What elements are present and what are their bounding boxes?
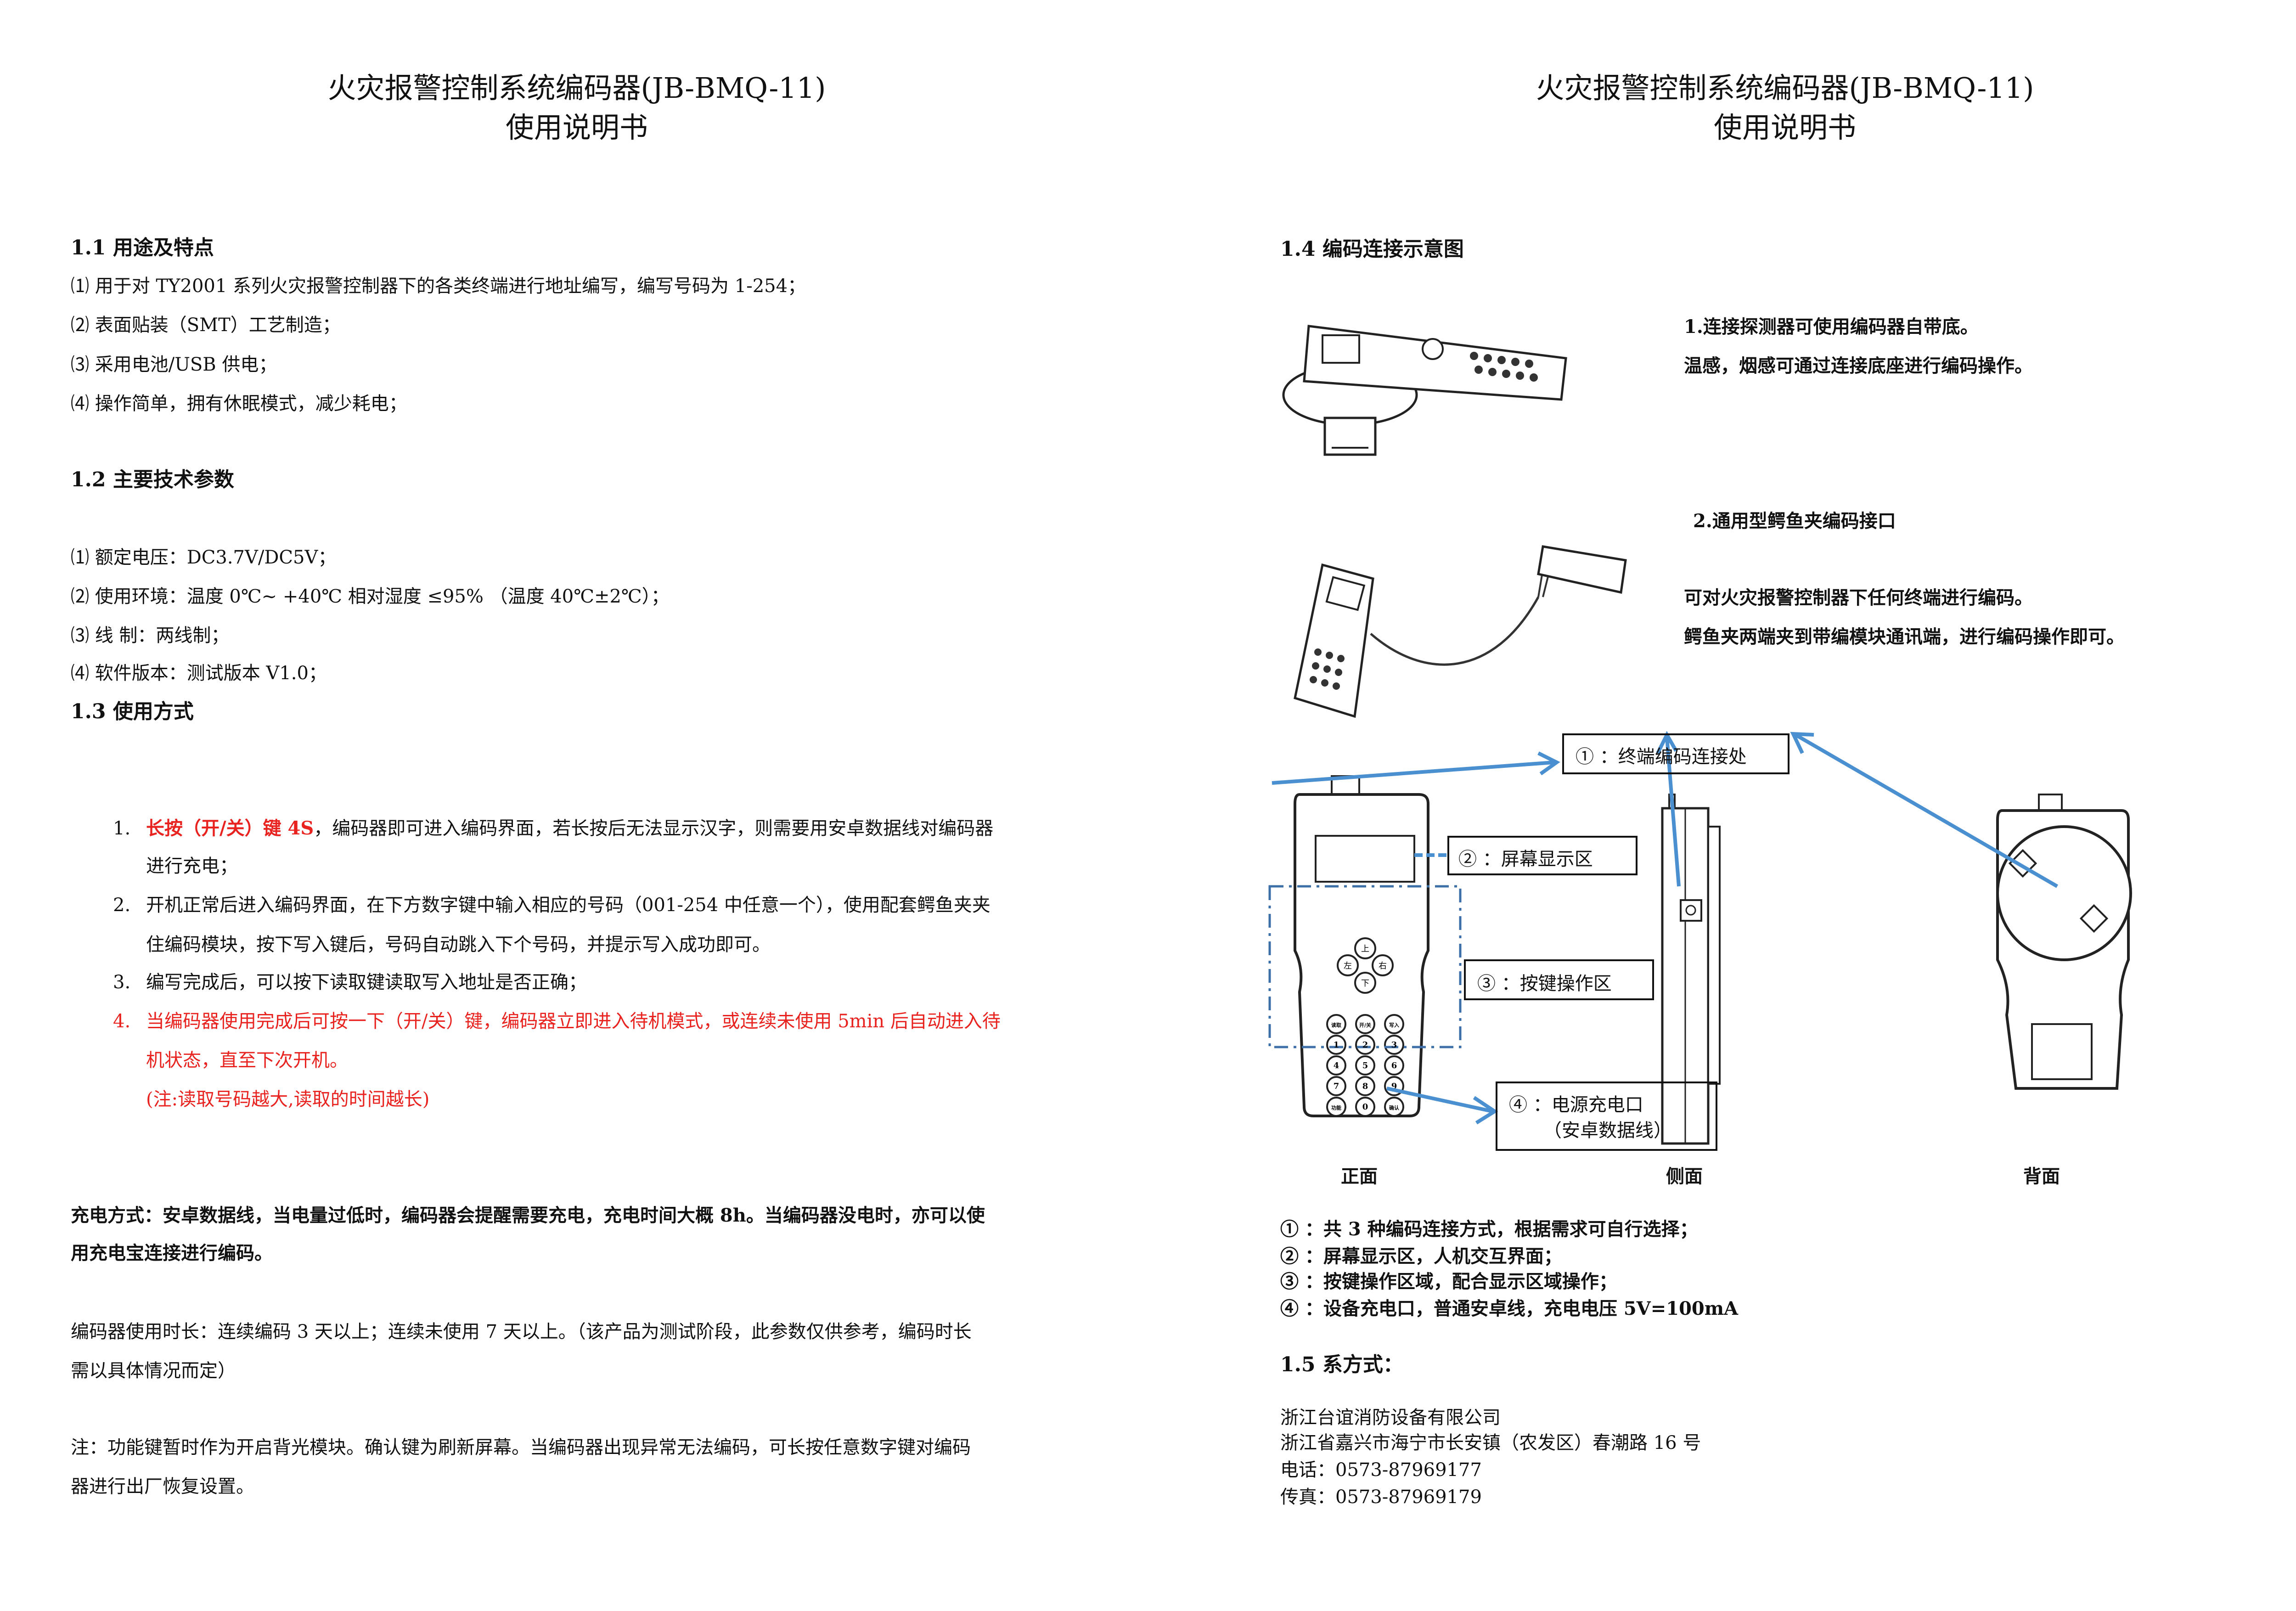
method-2-title: 2.通用型鳄鱼夹编码接口 (1693, 510, 1896, 532)
step-4-line1: 当编码器使用完成后可按一下（开/关）键，编码器立即进入待机模式，或连续未使用 5… (146, 1011, 1001, 1032)
step-note: (注:读取号码越大,读取的时间越长) (146, 1089, 430, 1110)
section-1-3-heading: 1.3 使用方式 (71, 700, 194, 723)
device-back-view (1996, 794, 2132, 1090)
section-1-5-heading: 1.5 系方式： (1280, 1353, 1403, 1376)
right-title: 火灾报警控制系统编码器(JB-BMQ-11) (1536, 71, 2034, 105)
nav-key: 上 (1361, 944, 1369, 954)
encoder-with-base-image (1282, 325, 1567, 456)
keypad-key: 确认 (1389, 1104, 1400, 1111)
company-phone: 电话：0573-87969177 (1280, 1459, 1482, 1481)
keypad-key: 6 (1391, 1061, 1397, 1070)
keypad-key: 7 (1334, 1082, 1339, 1091)
s11-item: ⑷ 操作简单，拥有休眠模式，减少耗电； (71, 393, 407, 414)
callout-4-box: ④ ：电源充电口 （安卓数据线） (1496, 1082, 1717, 1151)
right-subtitle: 使用说明书 (1713, 111, 1856, 144)
step-1-highlight: 长按（开/关）键 4S (146, 817, 314, 839)
method-1-line1: 1.连接探测器可使用编码器自带底。 (1684, 316, 1979, 338)
step-3-line1: 编写完成后，可以按下读取键读取写入地址是否正确； (146, 972, 587, 993)
s12-item: ⑶ 线 制：两线制； (71, 625, 230, 646)
left-subtitle: 使用说明书 (505, 111, 648, 144)
keypad-key: 5 (1362, 1061, 1368, 1070)
keypad-key: 1 (1334, 1040, 1339, 1050)
callout-2-label: ② ：屏幕显示区 (1458, 849, 1593, 870)
duration-line2: 需以具体情况而定） (71, 1360, 236, 1381)
method-2-line2: 鳄鱼夹两端夹到带编模块通讯端，进行编码操作即可。 (1684, 626, 2125, 648)
s12-item: ⑴ 额定电压：DC3.7V/DC5V； (71, 547, 337, 568)
view-front-label: 正面 (1341, 1166, 1378, 1187)
method-2-line1: 可对火灾报警控制器下任何终端进行编码。 (1684, 587, 2033, 608)
charging-line1: 充电方式：安卓数据线，当电量过低时，编码器会提醒需要充电，充电时间大概 8h。当… (71, 1205, 985, 1226)
company-fax: 传真：0573-87969179 (1280, 1487, 1482, 1508)
keypad-key: 3 (1391, 1040, 1397, 1050)
duration-line1: 编码器使用时长：连续编码 3 天以上；连续未使用 7 天以上。（该产品为测试阶段… (71, 1321, 972, 1342)
callout-4-sublabel: （安卓数据线） (1543, 1120, 1672, 1141)
callout-3-box: ③ ：按键操作区 (1464, 959, 1654, 1000)
step-2-line2: 住编码模块，按下写入键后，号码自动跳入下个号码，并提示写入成功即可。 (146, 934, 771, 955)
notice-line2: 器进行出厂恢复设置。 (71, 1476, 254, 1497)
callout-1-box: ① ：终端编码连接处 (1562, 733, 1790, 774)
company-address: 浙江省嘉兴市海宁市长安镇（农发区）春潮路 16 号 (1280, 1432, 1701, 1453)
view-side-label: 侧面 (1666, 1166, 1703, 1187)
keypad-key: 0 (1362, 1102, 1368, 1112)
legend-item: ④ ：设备充电口，普通安卓线，充电电压 5V=100mA (1280, 1298, 1739, 1319)
s12-item: ⑷ 软件版本：测试版本 V1.0； (71, 663, 327, 684)
nav-key: 左 (1344, 961, 1352, 971)
callout-3-label: ③ ：按键操作区 (1477, 973, 1612, 994)
s11-item: ⑵ 表面贴装（SMT）工艺制造； (71, 315, 341, 336)
step-4-line2: 机状态，直至下次开机。 (146, 1050, 348, 1071)
step-number: 1. (113, 818, 131, 839)
step-1-line2: 进行充电； (146, 856, 238, 877)
step-2-line1: 开机正常后进入编码界面，在下方数字键中输入相应的号码（001-254 中任意一个… (146, 895, 990, 916)
device-side-view (1661, 794, 1721, 1145)
s11-item: ⑶ 采用电池/USB 供电； (71, 354, 277, 375)
step-1: 长按（开/关）键 4S，编码器即可进入编码界面，若长按后无法显示汉字，则需要用安… (146, 817, 993, 840)
legend-item: ① ：共 3 种编码连接方式，根据需求可自行选择； (1280, 1218, 1698, 1240)
callout-4-label: ④ ：电源充电口 (1509, 1094, 1643, 1115)
left-title: 火灾报警控制系统编码器(JB-BMQ-11) (327, 71, 826, 105)
section-1-4-heading: 1.4 编码连接示意图 (1280, 237, 1464, 261)
notice-line1: 注：功能键暂时作为开启背光模块。确认键为刷新屏幕。当编码器出现异常无法编码，可长… (71, 1437, 971, 1458)
legend-item: ③ ：按键操作区域，配合显示区域操作； (1280, 1271, 1617, 1292)
nav-key: 右 (1379, 961, 1387, 971)
keypad-key: 读取 (1331, 1022, 1341, 1028)
s12-item: ⑵ 使用环境：温度 0℃~ +40℃ 相对湿度 ≤95% （温度 40℃±2℃）… (71, 586, 670, 607)
keypad-key: 写入 (1389, 1022, 1399, 1028)
keypad-key: 8 (1362, 1082, 1368, 1091)
step-1-text: ，编码器即可进入编码界面，若长按后无法显示汉字，则需要用安卓数据线对编码器 (314, 818, 994, 839)
company-name: 浙江台谊消防设备有限公司 (1280, 1407, 1501, 1428)
step-number: 3. (113, 972, 131, 993)
section-1-2-heading: 1.2 主要技术参数 (71, 468, 234, 491)
callout-2-box: ② ：屏幕显示区 (1447, 836, 1638, 875)
s11-item: ⑴ 用于对 TY2001 系列火灾报警控制器下的各类终端进行地址编写，编写号码为… (71, 276, 806, 297)
step-number: 4. (113, 1011, 131, 1032)
callout-1-label: ① ：终端编码连接处 (1576, 746, 1747, 767)
method-1-line2: 温感，烟感可通过连接底座进行编码操作。 (1684, 355, 2033, 377)
encoder-with-clip-image (1294, 545, 1627, 718)
keypad-key: 开/关 (1359, 1022, 1371, 1028)
legend-item: ② ：屏幕显示区，人机交互界面； (1280, 1245, 1562, 1267)
section-1-1-heading: 1.1 用途及特点 (71, 236, 214, 259)
keypad-key: 4 (1334, 1061, 1339, 1070)
nav-key: 下 (1361, 979, 1369, 988)
keypad-key: 2 (1362, 1040, 1368, 1050)
step-number: 2. (113, 895, 131, 916)
view-back-label: 背面 (2023, 1166, 2060, 1187)
charging-line2: 用充电宝连接进行编码。 (71, 1242, 273, 1264)
keypad-key: 功能 (1331, 1104, 1341, 1111)
